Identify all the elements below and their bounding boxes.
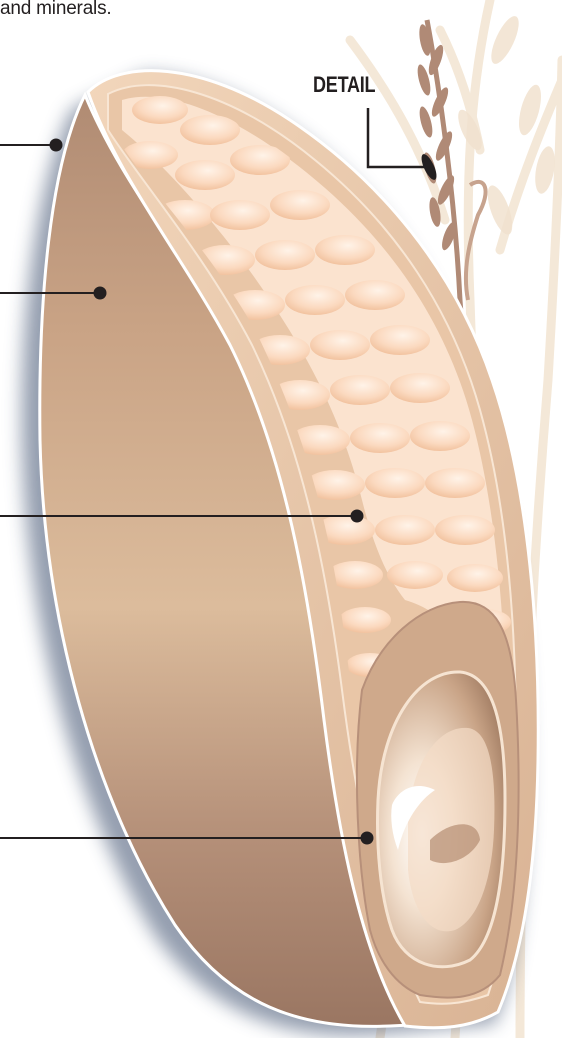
grain-cross-section-icon bbox=[40, 71, 538, 1028]
leader-line-1 bbox=[0, 139, 63, 152]
